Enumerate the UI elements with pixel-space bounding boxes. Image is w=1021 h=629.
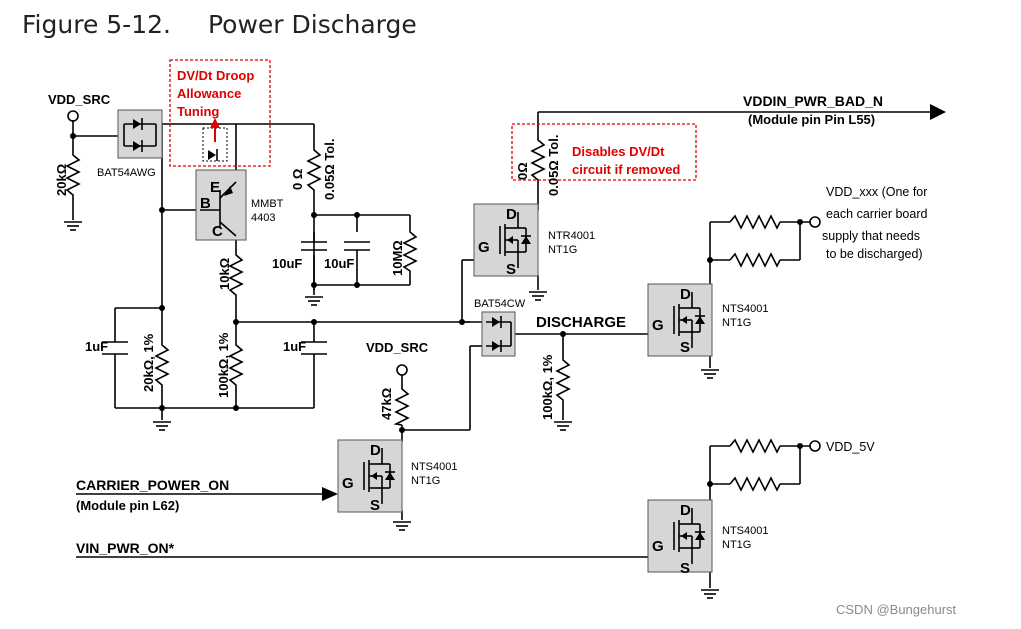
mmbt-label-1: MMBT bbox=[251, 198, 284, 210]
r-20k-1-label: 20kΩ, 1% bbox=[141, 333, 156, 392]
pin-e: E bbox=[210, 179, 220, 196]
ntr-label-2: NT1G bbox=[548, 244, 577, 256]
disables-line-1: Disables DV/Dt bbox=[572, 144, 665, 159]
droop-diode-icon bbox=[208, 150, 216, 160]
capacitors bbox=[102, 232, 370, 355]
vddin-pwr-bad-label: VDDIN_PWR_BAD_N bbox=[743, 93, 883, 109]
car-pin-g: G bbox=[342, 475, 354, 492]
figure-title: Figure 5-12. Power Discharge bbox=[22, 10, 417, 39]
carrier-power-on-pin-label: (Module pin L62) bbox=[76, 498, 179, 513]
v5-pin-g: G bbox=[652, 538, 664, 555]
bat54cw-label: BAT54CW bbox=[474, 298, 526, 310]
pin-c: C bbox=[212, 223, 223, 240]
r-47k-label: 47kΩ bbox=[379, 388, 394, 420]
c-10uf-b-label: 10uF bbox=[324, 256, 354, 271]
car-nts-label-1: NTS4001 bbox=[411, 461, 457, 473]
disables-line-2: circuit if removed bbox=[572, 162, 680, 177]
r-20k-top-label: 20kΩ bbox=[54, 164, 69, 196]
figure-number: Figure 5-12. bbox=[22, 10, 171, 39]
vdd-xxx-note-3: to be discharged) bbox=[826, 247, 923, 261]
vdd-src-top-label: VDD_SRC bbox=[48, 92, 111, 107]
ntr-pin-s: S bbox=[506, 261, 516, 278]
c-10uf-a-label: 10uF bbox=[272, 256, 302, 271]
vin-pwr-on-label: VIN_PWR_ON* bbox=[76, 540, 175, 556]
droop-line-1: DV/Dt Droop bbox=[177, 68, 254, 83]
dis-nts-label-1: NTS4001 bbox=[722, 303, 768, 315]
c-1uf-b-label: 1uF bbox=[283, 339, 306, 354]
vddin-arrow-icon bbox=[930, 104, 946, 120]
mmbt4403-transistor bbox=[195, 169, 247, 241]
v5-pin-s: S bbox=[680, 560, 690, 577]
figure-caption: Power Discharge bbox=[208, 10, 417, 39]
v5-nts-label-1: NTS4001 bbox=[722, 525, 768, 537]
carrier-power-on-label: CARRIER_POWER_ON bbox=[76, 477, 229, 493]
dis-pin-s: S bbox=[680, 339, 690, 356]
vdd-src-mid-label: VDD_SRC bbox=[366, 340, 429, 355]
supply-terminals bbox=[67, 110, 821, 452]
dis-pin-g: G bbox=[652, 317, 664, 334]
watermark: CSDN @Bungehurst bbox=[836, 602, 957, 617]
resistors bbox=[65, 135, 781, 492]
dis-nts-label-2: NT1G bbox=[722, 317, 751, 329]
vdd-xxx-note-2: supply that needs bbox=[822, 229, 920, 243]
r-0-tol-b-label: 0.05Ω Tol. bbox=[546, 135, 561, 196]
carrier-arrow-icon bbox=[322, 487, 338, 501]
r-10m-label: 10MΩ bbox=[390, 240, 405, 276]
bat54awg-diode bbox=[117, 109, 163, 159]
droop-line-2: Allowance bbox=[177, 86, 241, 101]
v5-nts-label-2: NT1G bbox=[722, 539, 751, 551]
car-pin-s: S bbox=[370, 497, 380, 514]
ntr-pin-g: G bbox=[478, 239, 490, 256]
car-nts-label-2: NT1G bbox=[411, 475, 440, 487]
pin-b: B bbox=[200, 195, 211, 212]
bat54cw-diode bbox=[481, 311, 516, 357]
r-100k-dis-label: 100kΩ, 1% bbox=[540, 354, 555, 420]
bat54awg-label: BAT54AWG bbox=[97, 167, 156, 179]
ntr-label-1: NTR4001 bbox=[548, 230, 595, 242]
droop-annotation-box bbox=[169, 59, 271, 167]
vdd-5v-label: VDD_5V bbox=[826, 440, 875, 454]
r-10k-label: 10kΩ bbox=[217, 258, 232, 290]
r-100k-1-label: 100kΩ, 1% bbox=[216, 332, 231, 398]
discharge-label: DISCHARGE bbox=[536, 314, 626, 331]
droop-line-3: Tuning bbox=[177, 104, 219, 119]
v5-pin-d: D bbox=[680, 502, 691, 519]
c-1uf-a-label: 1uF bbox=[85, 339, 108, 354]
wires bbox=[72, 111, 930, 588]
vdd-xxx-note-1: each carrier board bbox=[826, 207, 927, 221]
mmbt-label-2: 4403 bbox=[251, 212, 275, 224]
r-0-ohm-label: 0 Ω bbox=[290, 169, 305, 190]
junctions bbox=[70, 133, 803, 487]
vddin-pwr-bad-pin-label: (Module pin Pin L55) bbox=[748, 112, 875, 127]
dis-pin-d: D bbox=[680, 286, 691, 303]
r-0-ohm-b-label: 0Ω bbox=[515, 162, 530, 180]
r-0-tol-label: 0.05Ω Tol. bbox=[322, 139, 337, 200]
vdd-xxx-label: VDD_xxx (One for bbox=[826, 185, 927, 199]
ntr-pin-d: D bbox=[506, 206, 517, 223]
disables-annotation-box bbox=[511, 123, 697, 181]
car-pin-d: D bbox=[370, 442, 381, 459]
